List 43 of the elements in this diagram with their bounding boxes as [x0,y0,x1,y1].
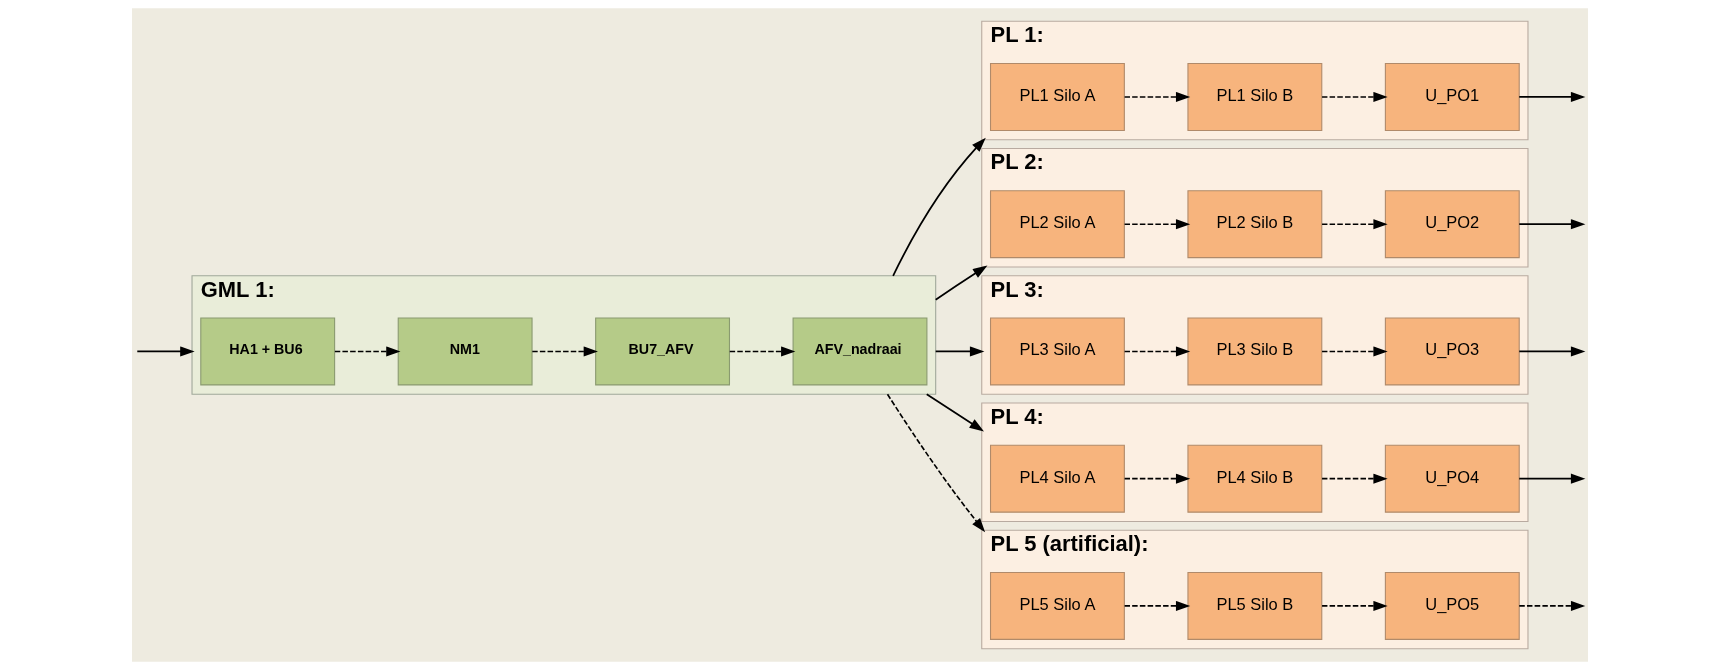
node-box: PL1 Silo A [989,63,1125,131]
arrow [1518,473,1586,484]
node-box: PL3 Silo B [1187,317,1323,386]
arrow [934,265,988,301]
node-box: U_PO4 [1384,444,1520,513]
arrow [1518,346,1586,357]
node-box: AFV_nadraai [792,317,928,386]
arrow [1123,346,1191,357]
node-box: PL5 Silo B [1187,571,1323,640]
arrow [1321,219,1388,230]
arrow [1321,473,1388,484]
arrow [1123,91,1191,102]
node-box: PL3 Silo A [989,317,1125,386]
arrow [1518,219,1586,230]
arrow [728,346,796,357]
node-box: PL4 Silo A [989,444,1125,513]
arrow [934,346,985,357]
node-box: PL4 Silo B [1187,444,1323,513]
arrow [1518,600,1586,611]
arrow [531,346,598,357]
node-box: PL1 Silo B [1187,63,1323,131]
node-box: PL5 Silo A [989,571,1125,640]
arrow [1518,91,1586,103]
arrow [892,137,986,277]
arrow [334,346,401,357]
node-box: HA1 + BU6 [200,317,336,386]
node-box: U_PO2 [1384,190,1520,259]
arrow [136,346,195,357]
arrow [886,393,986,533]
node-box: U_PO3 [1384,317,1520,386]
node-box: U_PO5 [1384,571,1520,640]
arrow [925,393,984,432]
arrow [1321,346,1388,357]
node-box: BU7_AFV [595,317,731,386]
arrow [1123,600,1191,611]
node-box: U_PO1 [1384,63,1520,131]
arrow [1123,473,1191,484]
node-box: PL2 Silo A [989,190,1125,259]
node-box: PL2 Silo B [1187,190,1323,259]
arrow [1321,91,1388,102]
node-box: NM1 [397,317,533,386]
arrow [1123,219,1191,230]
arrow [1321,600,1388,611]
